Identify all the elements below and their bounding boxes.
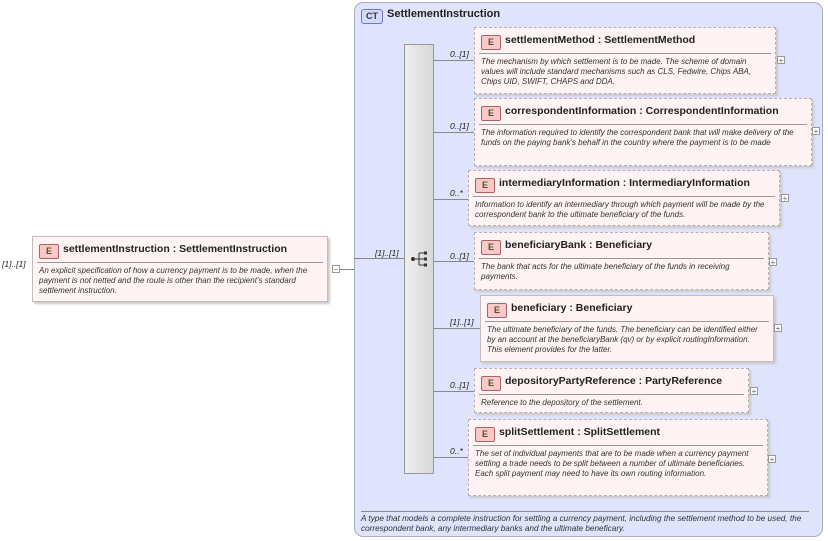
element-depository-party-reference[interactable]: E depositoryPartyReference : PartyRefere… [474, 368, 749, 413]
root-element-settlement-instruction[interactable]: E settlementInstruction : SettlementInst… [32, 236, 328, 302]
expand-icon[interactable]: + [774, 324, 782, 333]
child-multiplicity: 0..[1] [450, 251, 469, 261]
element-tag-icon: E [475, 178, 495, 193]
connector-line [434, 261, 474, 262]
element-type: IntermediaryInformation [629, 177, 750, 189]
element-title: splitSettlement : SplitSettlement [499, 426, 660, 438]
divider [473, 196, 775, 197]
connector-line [434, 199, 468, 200]
type-separator: : [569, 302, 573, 314]
divider [479, 53, 771, 54]
element-tag-icon: E [481, 106, 501, 121]
connector-line [340, 269, 354, 270]
element-type: SplitSettlement [583, 426, 661, 438]
element-intermediary-information[interactable]: E intermediaryInformation : Intermediary… [468, 170, 780, 226]
expand-icon[interactable]: + [750, 387, 758, 396]
root-element-description: An explicit specification of how a curre… [39, 266, 308, 295]
element-type: Beneficiary [575, 302, 633, 314]
connector-line [434, 60, 474, 61]
expand-icon[interactable]: + [812, 127, 820, 136]
element-description: Information to identify an intermediary … [475, 200, 765, 219]
divider [485, 321, 769, 322]
element-description: Reference to the depository of the settl… [481, 398, 643, 407]
type-separator: : [172, 243, 177, 255]
element-type: SettlementMethod [604, 34, 696, 46]
element-description: The ultimate beneficiary of the funds. T… [487, 325, 758, 354]
element-tag-icon: E [481, 35, 501, 50]
type-separator: : [638, 375, 643, 387]
complex-type-tag-icon: CT [361, 9, 383, 24]
child-multiplicity: 0..[1] [450, 49, 469, 59]
element-tag-icon: E [487, 303, 507, 318]
element-correspondent-information[interactable]: E correspondentInformation : Corresponde… [474, 98, 812, 166]
element-title: beneficiary : Beneficiary [511, 302, 632, 314]
root-element-title: settlementInstruction : SettlementInstru… [63, 243, 287, 255]
root-multiplicity: [1]..[1] [2, 259, 26, 269]
element-beneficiary[interactable]: E beneficiary : Beneficiary The ultimate… [480, 295, 774, 362]
child-multiplicity: [1]..[1] [450, 317, 474, 327]
expand-icon[interactable]: + [769, 258, 777, 267]
sequence-multiplicity: [1]..[1] [375, 248, 399, 258]
element-name: settlementMethod [505, 34, 595, 46]
child-multiplicity: 0..[1] [450, 121, 469, 131]
expand-icon[interactable]: + [781, 194, 789, 203]
element-name: splitSettlement [499, 426, 575, 438]
element-tag-icon: E [39, 244, 59, 259]
divider [479, 394, 744, 395]
element-settlement-method[interactable]: E settlementMethod : SettlementMethod Th… [474, 27, 776, 94]
element-name: beneficiary [511, 302, 567, 314]
root-element-name: settlementInstruction [63, 243, 170, 255]
sequence-icon [411, 251, 427, 267]
collapse-icon[interactable]: − [332, 265, 340, 274]
child-multiplicity: 0..* [450, 446, 463, 456]
complex-type-title: SettlementInstruction [387, 8, 501, 20]
element-type: Beneficiary [595, 239, 653, 251]
connector-line [434, 457, 468, 458]
element-name: beneficiaryBank [505, 239, 587, 251]
divider [37, 262, 323, 263]
type-separator: : [622, 177, 627, 189]
expand-icon[interactable]: + [777, 56, 785, 65]
element-title: depositoryPartyReference : PartyReferenc… [505, 375, 722, 387]
element-description: The information required to identify the… [481, 128, 794, 147]
connector-line [434, 391, 474, 392]
element-name: intermediaryInformation [499, 177, 620, 189]
child-multiplicity: 0..[1] [450, 380, 469, 390]
element-title: settlementMethod : SettlementMethod [505, 34, 695, 46]
element-description: The mechanism by which settlement is to … [481, 57, 752, 86]
type-separator: : [589, 239, 593, 251]
divider [473, 445, 763, 446]
connector-line [434, 328, 480, 329]
divider [479, 258, 764, 259]
connector-line [434, 132, 474, 133]
expand-icon[interactable]: + [768, 455, 776, 464]
element-name: depositoryPartyReference [505, 375, 636, 387]
element-title: correspondentInformation : Correspondent… [505, 105, 779, 117]
element-beneficiary-bank[interactable]: E beneficiaryBank : Beneficiary The bank… [474, 232, 769, 290]
element-name: correspondentInformation [505, 105, 637, 117]
connector-line [354, 258, 404, 259]
type-separator: : [639, 105, 643, 117]
element-split-settlement[interactable]: E splitSettlement : SplitSettlement The … [468, 419, 768, 496]
element-title: intermediaryInformation : IntermediaryIn… [499, 177, 750, 189]
type-separator: : [577, 426, 581, 438]
child-multiplicity: 0..* [450, 188, 463, 198]
element-tag-icon: E [481, 376, 501, 391]
element-tag-icon: E [481, 240, 501, 255]
divider [479, 124, 807, 125]
root-element-type: SettlementInstruction [179, 243, 288, 255]
element-tag-icon: E [475, 427, 495, 442]
element-description: The bank that acts for the ultimate bene… [481, 262, 730, 281]
complex-type-description: A type that models a complete instructio… [361, 511, 809, 534]
element-description: The set of individual payments that are … [475, 449, 749, 478]
element-type: CorrespondentInformation [645, 105, 779, 117]
element-type: PartyReference [645, 375, 723, 387]
type-separator: : [597, 34, 602, 46]
element-title: beneficiaryBank : Beneficiary [505, 239, 652, 251]
